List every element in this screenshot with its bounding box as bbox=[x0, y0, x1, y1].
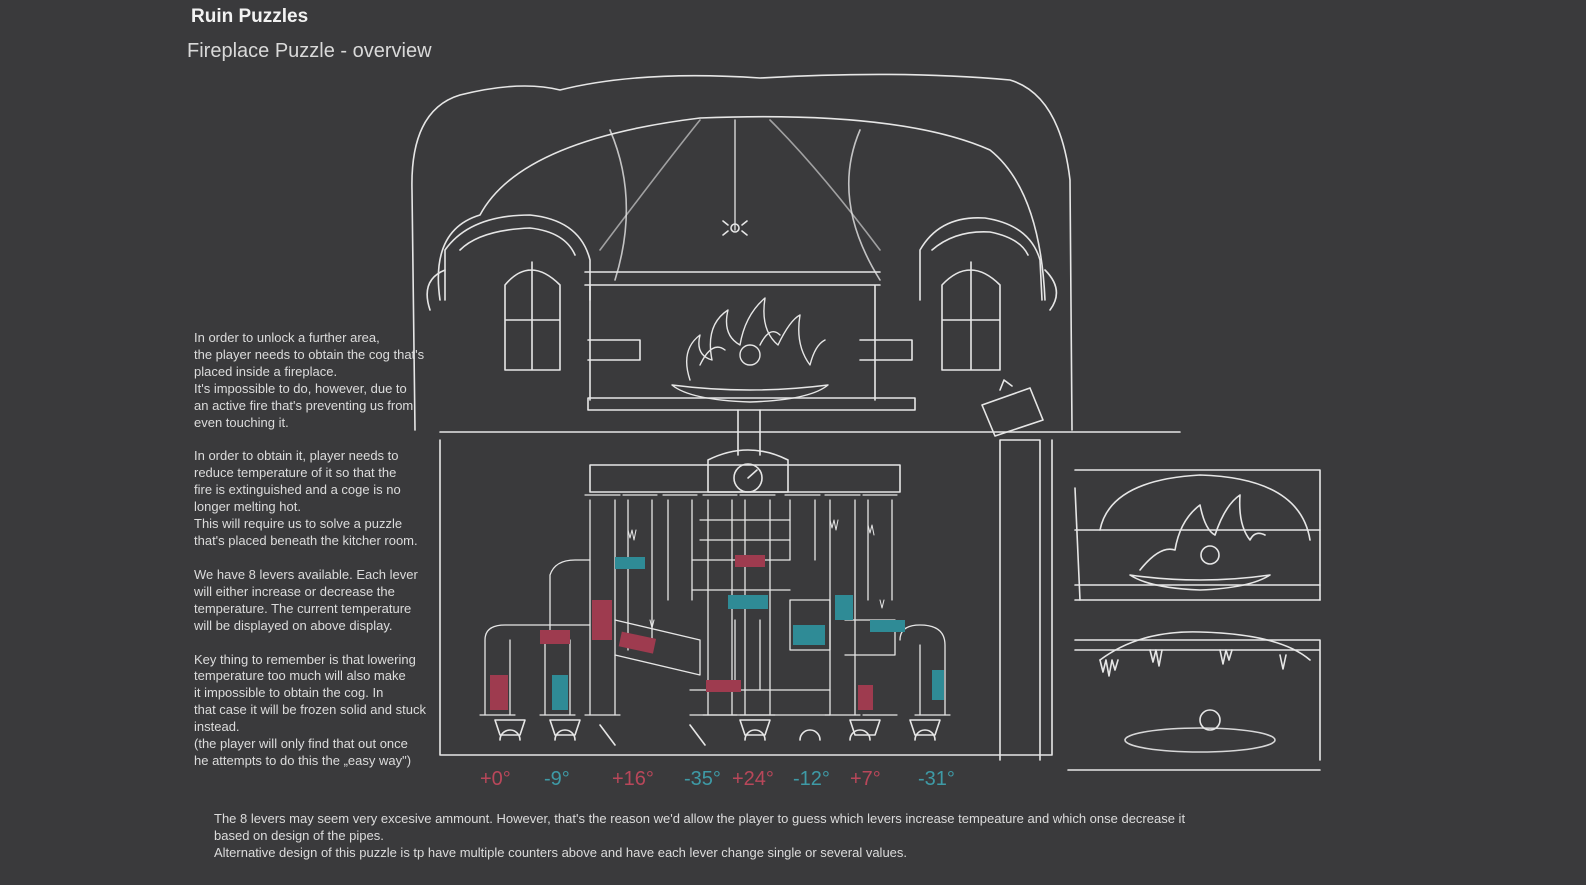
hood-inner-arch bbox=[437, 115, 1046, 301]
left-arch bbox=[444, 214, 591, 301]
note-line: The 8 levers may seem very excesive ammo… bbox=[214, 811, 1186, 826]
basement-walls bbox=[439, 439, 1053, 756]
lever-value: -35° bbox=[684, 768, 721, 790]
lever-value: +0° bbox=[480, 768, 511, 790]
lever-value: +7° bbox=[850, 768, 881, 790]
lever-value: -12° bbox=[793, 768, 830, 790]
left-window bbox=[504, 261, 561, 371]
page-subtitle: Fireplace Puzzle - overview bbox=[187, 40, 432, 62]
description-text: In order to unlock a further area, the p… bbox=[194, 330, 454, 787]
lever-gears bbox=[494, 719, 941, 746]
lever-value: +16° bbox=[612, 768, 654, 790]
description-paragraph: Key thing to remember is that lowering t… bbox=[194, 651, 426, 768]
temperature-gauge-icon bbox=[707, 449, 789, 493]
right-arch bbox=[919, 216, 1043, 301]
stand bbox=[981, 379, 1044, 437]
note-line: Alternative design of this puzzle is tp … bbox=[214, 845, 908, 860]
hood-outline bbox=[411, 73, 1073, 431]
note-line: based on design of the pipes. bbox=[214, 828, 384, 843]
fire-icon bbox=[671, 297, 829, 403]
page-title: Ruin Puzzles bbox=[191, 6, 309, 27]
pipe-array bbox=[484, 499, 946, 716]
description-paragraph: In order to obtain it, player needs to r… bbox=[194, 448, 418, 548]
panel-frozen bbox=[1067, 631, 1321, 771]
lever-value: -31° bbox=[918, 768, 955, 790]
description-paragraph: We have 8 levers available. Each lever w… bbox=[194, 566, 418, 633]
lever-value: -9° bbox=[544, 768, 570, 790]
right-window bbox=[941, 261, 1001, 371]
lever-values: +0° -9° +16° -35° +24° -12° +7° -31° bbox=[0, 768, 1586, 796]
lever-value: +24° bbox=[732, 768, 774, 790]
description-paragraph: In order to unlock a further area, the p… bbox=[194, 330, 425, 430]
panel-fire bbox=[1074, 469, 1321, 601]
design-notes: The 8 levers may seem very excesive ammo… bbox=[214, 810, 1334, 861]
